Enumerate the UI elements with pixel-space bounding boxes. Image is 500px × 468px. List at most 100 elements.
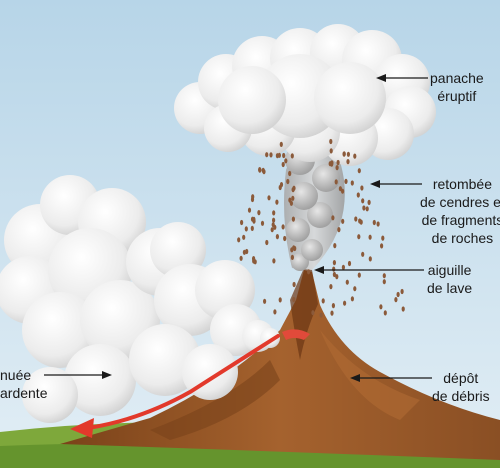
debris-particle bbox=[332, 260, 336, 266]
debris-particle bbox=[281, 224, 285, 230]
debris-particle bbox=[252, 216, 256, 222]
debris-particle bbox=[257, 210, 261, 216]
debris-particle bbox=[360, 185, 364, 191]
debris-particle bbox=[281, 161, 285, 168]
debris-particle bbox=[365, 206, 369, 212]
debris-particle bbox=[279, 141, 283, 147]
debris-particle bbox=[247, 207, 252, 213]
debris-particle bbox=[282, 152, 286, 159]
debris-particle bbox=[286, 178, 290, 185]
debris-particle bbox=[380, 243, 384, 249]
debris-particle bbox=[292, 281, 296, 288]
debris-particle bbox=[239, 255, 243, 261]
debris-particle bbox=[328, 161, 332, 167]
debris-particle bbox=[379, 304, 383, 310]
debris-particle bbox=[361, 251, 365, 257]
debris-particle bbox=[372, 219, 376, 226]
debris-particle bbox=[368, 234, 372, 240]
debris-particle bbox=[341, 264, 345, 270]
debris-particle bbox=[335, 165, 339, 171]
debris-particle bbox=[401, 306, 405, 312]
debris-particle bbox=[288, 170, 292, 177]
falling-debris bbox=[220, 138, 405, 318]
debris-particle bbox=[333, 243, 337, 249]
debris-particle bbox=[273, 224, 277, 230]
debris-particle bbox=[345, 279, 349, 285]
debris-particle bbox=[368, 256, 372, 262]
debris-particle bbox=[321, 298, 325, 304]
debris-particle bbox=[329, 284, 333, 290]
pyroclastic-flow-arrow bbox=[70, 334, 280, 438]
debris-particle bbox=[341, 218, 345, 224]
debris-particle bbox=[334, 179, 338, 185]
debris-particle bbox=[342, 151, 346, 157]
debris-particle bbox=[284, 158, 288, 164]
debris-particle bbox=[307, 269, 311, 275]
label-nuee-ardente: nuée ardente bbox=[0, 366, 47, 402]
debris-particle bbox=[270, 227, 274, 233]
debris-particle bbox=[269, 152, 273, 158]
debris-particle bbox=[240, 219, 244, 226]
label-line: ardente bbox=[0, 385, 48, 401]
debris-particle bbox=[265, 239, 269, 246]
debris-particle bbox=[353, 153, 357, 159]
debris-particle bbox=[272, 217, 276, 223]
debris-particle bbox=[244, 226, 248, 232]
label-retombee: retombée de cendres et de fragments de r… bbox=[420, 175, 500, 247]
eruptive-plume bbox=[174, 24, 436, 166]
label-line: aiguille bbox=[427, 262, 472, 278]
debris-particle bbox=[332, 266, 336, 272]
debris-particle bbox=[283, 235, 287, 242]
debris-particle bbox=[330, 310, 334, 316]
debris-particle bbox=[250, 196, 255, 203]
debris-particle bbox=[242, 234, 246, 240]
debris-particle bbox=[290, 247, 294, 253]
debris-particle bbox=[273, 309, 277, 315]
label-panache-eruptif: panache éruptif bbox=[430, 69, 484, 105]
debris-particle bbox=[343, 300, 347, 306]
debris-particle bbox=[260, 220, 265, 226]
debris-particle bbox=[288, 197, 292, 203]
debris-particle bbox=[347, 260, 352, 267]
label-line: de cendres et bbox=[420, 194, 500, 210]
debris-particle bbox=[358, 218, 362, 224]
label-line: de fragments bbox=[421, 212, 500, 228]
debris-particle bbox=[265, 152, 269, 158]
debris-particle bbox=[331, 303, 335, 309]
label-line: éruptif bbox=[437, 88, 477, 104]
debris-particle bbox=[291, 216, 295, 222]
debris-particle bbox=[261, 167, 265, 173]
debris-particle bbox=[253, 259, 257, 265]
debris-particle bbox=[237, 237, 241, 243]
debris-particle bbox=[291, 187, 295, 193]
debris-particle bbox=[353, 286, 357, 292]
label-line: dépôt bbox=[443, 370, 479, 386]
debris-particle bbox=[279, 182, 284, 188]
debris-particle bbox=[376, 221, 380, 227]
debris-particle bbox=[278, 297, 282, 303]
label-line: retombée bbox=[432, 176, 492, 192]
label-aiguille-de-lave: aiguille de lave bbox=[427, 261, 472, 297]
debris-particle bbox=[361, 198, 365, 204]
debris-particle bbox=[272, 210, 276, 216]
debris-particle bbox=[350, 180, 354, 186]
debris-particle bbox=[346, 151, 350, 157]
debris-particle bbox=[337, 227, 341, 233]
label-line: de débris bbox=[432, 388, 490, 404]
debris-particle bbox=[357, 234, 361, 240]
debris-particle bbox=[331, 215, 335, 221]
debris-particle bbox=[319, 312, 323, 318]
debris-particle bbox=[338, 186, 342, 192]
debris-particle bbox=[367, 199, 371, 205]
debris-particle bbox=[290, 254, 294, 260]
debris-particle bbox=[394, 297, 398, 303]
debris-particle bbox=[346, 159, 350, 165]
debris-particle bbox=[311, 310, 315, 316]
debris-particle bbox=[344, 178, 348, 184]
debris-particle bbox=[329, 148, 333, 154]
debris-particle bbox=[396, 291, 400, 298]
label-line: panache bbox=[430, 70, 484, 86]
debris-particle bbox=[354, 216, 358, 222]
